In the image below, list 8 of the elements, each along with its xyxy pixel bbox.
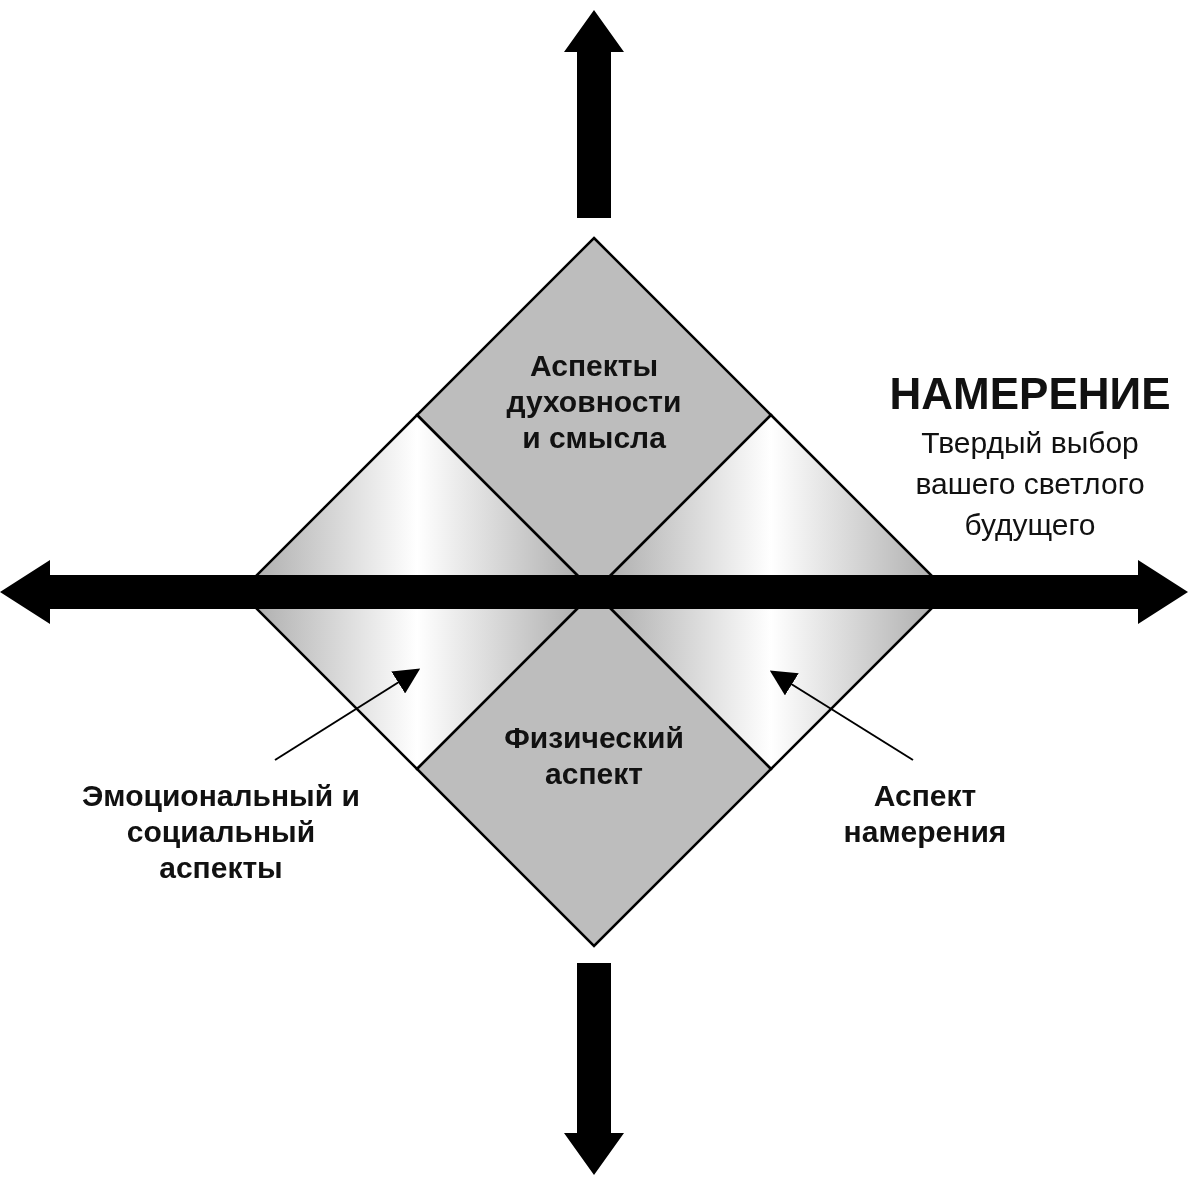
leader-arrow [274, 668, 421, 761]
section-label: Аспекты духовности и смысла [505, 348, 683, 456]
heading: НАМЕРЕНИЕ [888, 368, 1172, 420]
section-label: Физический аспект [503, 720, 685, 792]
callout-label: Эмоциональный и социальный аспекты [81, 778, 361, 886]
subtitle: Твердый выбор вашего светлого будущего [914, 425, 1146, 543]
leader-arrow [769, 670, 914, 761]
callout-label: Аспект намерения [842, 778, 1008, 850]
